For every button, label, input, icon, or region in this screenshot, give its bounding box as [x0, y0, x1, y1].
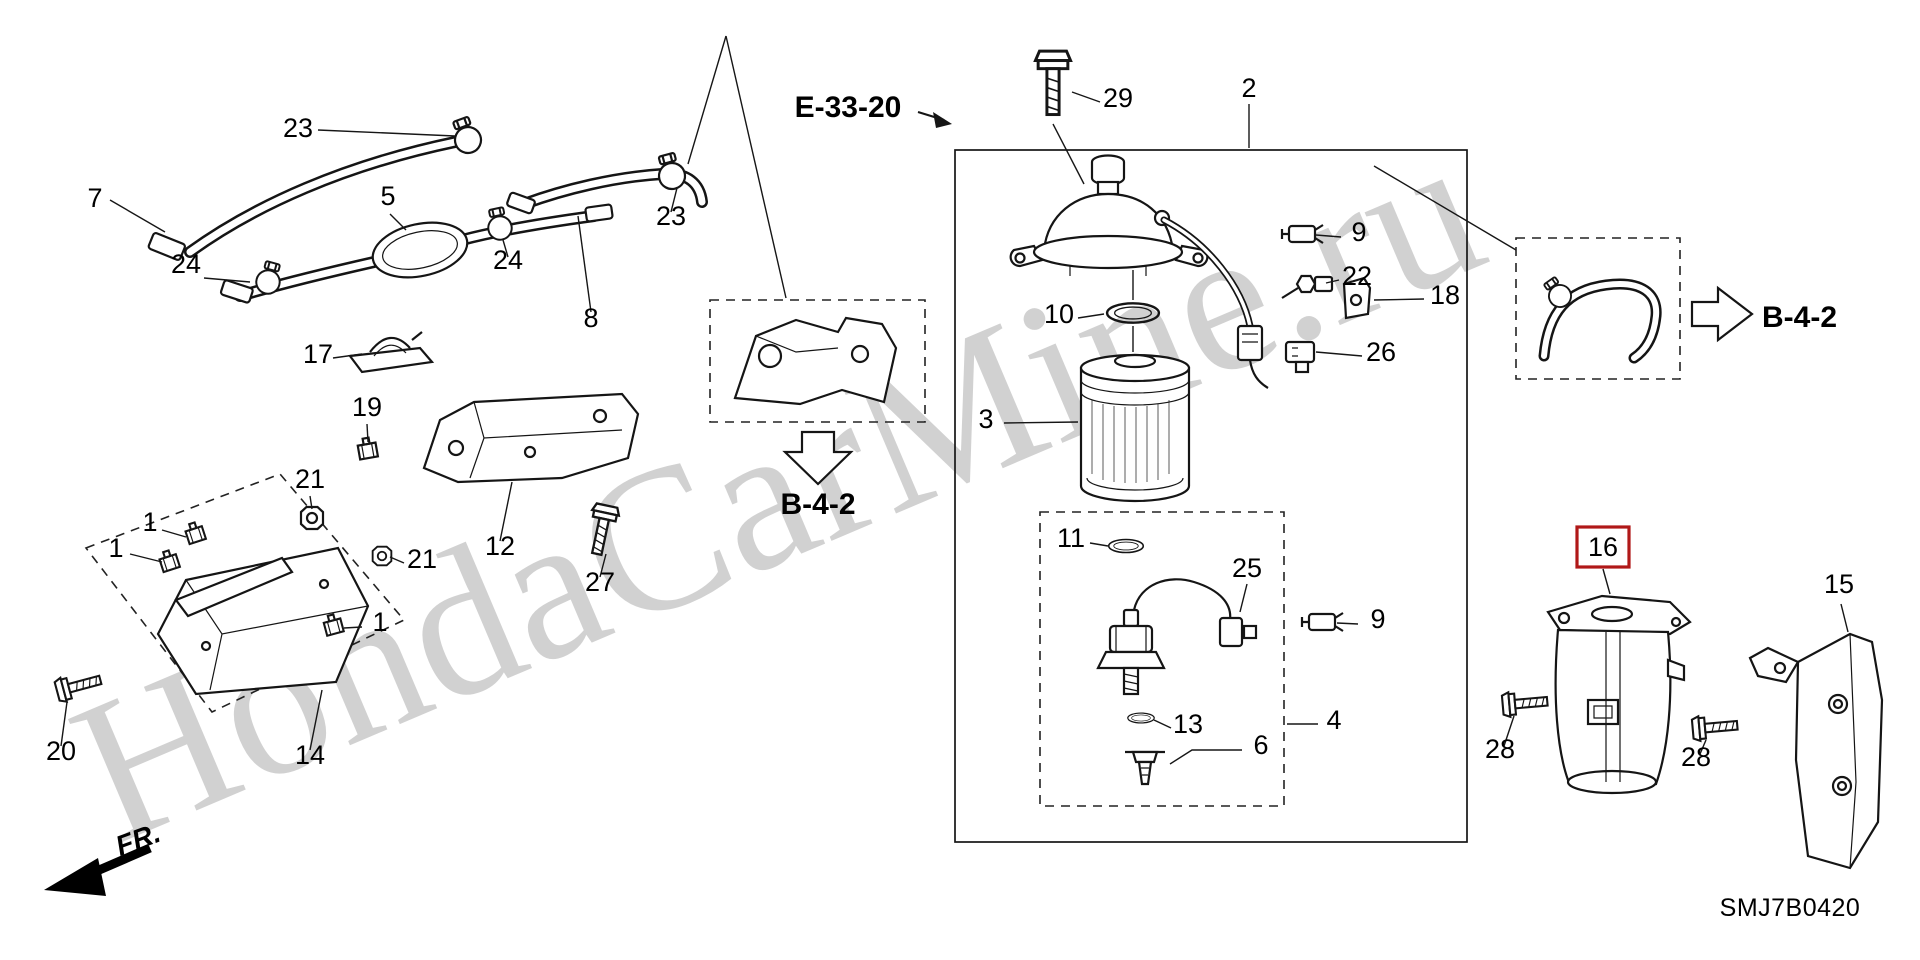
callout-10[interactable]: 10	[1044, 299, 1074, 329]
clamp-b42-art	[1539, 273, 1577, 313]
callout-6[interactable]: 6	[1253, 730, 1268, 760]
callout-11[interactable]: 11	[1057, 523, 1085, 553]
routing-lines	[687, 35, 1517, 352]
callout-21a[interactable]: 21	[295, 464, 325, 494]
subassembly-box-b42	[1515, 237, 1681, 380]
callout-23a[interactable]: 23	[283, 113, 313, 143]
nut-21a-art	[299, 505, 325, 531]
oring-11-art	[1107, 538, 1145, 554]
block-arrow-down-icon	[782, 430, 854, 486]
sensor-assembly-art	[1096, 578, 1258, 696]
callout-2[interactable]: 2	[1241, 73, 1256, 103]
sensor-22-art	[1281, 274, 1334, 299]
callout-14[interactable]: 14	[295, 740, 325, 770]
callout-29[interactable]: 29	[1103, 83, 1133, 113]
bolt-28b-art	[1690, 711, 1740, 743]
clip-1a-art	[182, 519, 207, 546]
hose-b42-art	[1538, 278, 1662, 364]
bracket-12-art	[422, 392, 640, 484]
callout-21b[interactable]: 21	[407, 544, 437, 574]
block-arrow-right-icon	[1690, 285, 1754, 343]
callout-19[interactable]: 19	[352, 392, 382, 422]
callout-13[interactable]: 13	[1173, 709, 1203, 739]
callout-24b[interactable]: 24	[493, 245, 523, 275]
bracket-17-art	[347, 331, 435, 374]
bolt-29-art	[1033, 49, 1073, 117]
callout-16-highlighted[interactable]: 16	[1575, 525, 1631, 569]
hose-8-art	[506, 167, 708, 215]
callout-4[interactable]: 4	[1326, 705, 1341, 735]
e33-bracket-art	[733, 316, 898, 406]
fuel-pump-art	[1009, 154, 1269, 389]
callout-12[interactable]: 12	[485, 531, 515, 561]
subassembly-box-e33	[709, 299, 926, 423]
bolt-28a-art	[1500, 687, 1550, 719]
bracket-15-art	[1748, 632, 1884, 870]
svg-text:E-33-20: E-33-20	[795, 91, 902, 124]
callout-28b[interactable]: 28	[1681, 742, 1711, 772]
housing-16-art	[1546, 594, 1692, 795]
callout-3[interactable]: 3	[978, 404, 993, 434]
clamp-23b-art	[652, 150, 690, 194]
callout-25[interactable]: 25	[1232, 553, 1262, 583]
ref-b-4-2-left[interactable]: B-4-2	[780, 488, 855, 521]
callout-17[interactable]: 17	[303, 339, 333, 369]
highlight-box	[1575, 525, 1631, 569]
fr-arrow-icon	[44, 858, 106, 896]
fuel-filter-3-art	[1079, 353, 1191, 503]
clip-9b-art	[1300, 611, 1345, 633]
callout-28a[interactable]: 28	[1485, 734, 1515, 764]
connector-25-art	[1218, 616, 1244, 648]
callout-22[interactable]: 22	[1342, 261, 1372, 291]
connector-26-art	[1284, 340, 1316, 374]
drain-plug-6-art	[1125, 750, 1165, 786]
callout-26[interactable]: 26	[1366, 337, 1396, 367]
callout-8[interactable]: 8	[583, 303, 598, 333]
callout-27[interactable]: 27	[585, 567, 615, 597]
callout-18[interactable]: 18	[1430, 280, 1460, 310]
callout-7[interactable]: 7	[87, 183, 102, 213]
subassembly-box-4	[1039, 511, 1285, 807]
bracket-18-art	[1342, 276, 1372, 320]
callout-15[interactable]: 15	[1824, 569, 1854, 599]
callout-1b[interactable]: 1	[108, 533, 123, 563]
hose-7-art	[147, 136, 461, 261]
bracket-14-art	[156, 546, 370, 696]
callout-24a[interactable]: 24	[171, 249, 201, 279]
clip-1b-art	[156, 547, 181, 574]
callout-9b[interactable]: 9	[1370, 604, 1385, 634]
svg-text:16: 16	[1588, 532, 1618, 562]
callout-1a[interactable]: 1	[142, 507, 157, 537]
ref-b-4-2-right[interactable]: B-4-2	[1762, 301, 1837, 334]
hose-5-art	[219, 203, 614, 304]
leader-lines	[60, 91, 1849, 765]
callout-9a[interactable]: 9	[1351, 217, 1366, 247]
ref-e-33-20[interactable]: E-33-20	[795, 91, 952, 128]
callout-20[interactable]: 20	[46, 736, 76, 766]
callout-23b[interactable]: 23	[656, 201, 686, 231]
oring-13-art	[1127, 712, 1155, 724]
callout-5[interactable]: 5	[380, 181, 395, 211]
diagram-code: SMJ7B0420	[1720, 894, 1861, 922]
assembly-2-outline	[954, 149, 1468, 843]
nut-21b-art	[371, 545, 393, 567]
arrow-head-icon	[933, 112, 952, 128]
callout-1c[interactable]: 1	[372, 607, 387, 637]
